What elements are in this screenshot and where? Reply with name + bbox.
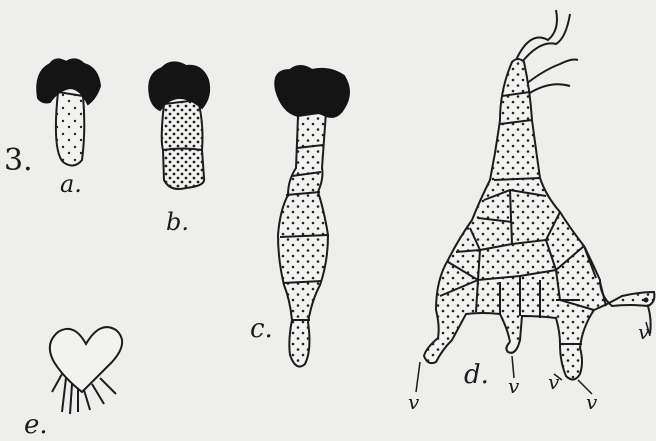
illustration-plate: 3. a. b. c. d. e. v v v v v (0, 0, 656, 441)
root-marker-leaders (0, 0, 656, 441)
